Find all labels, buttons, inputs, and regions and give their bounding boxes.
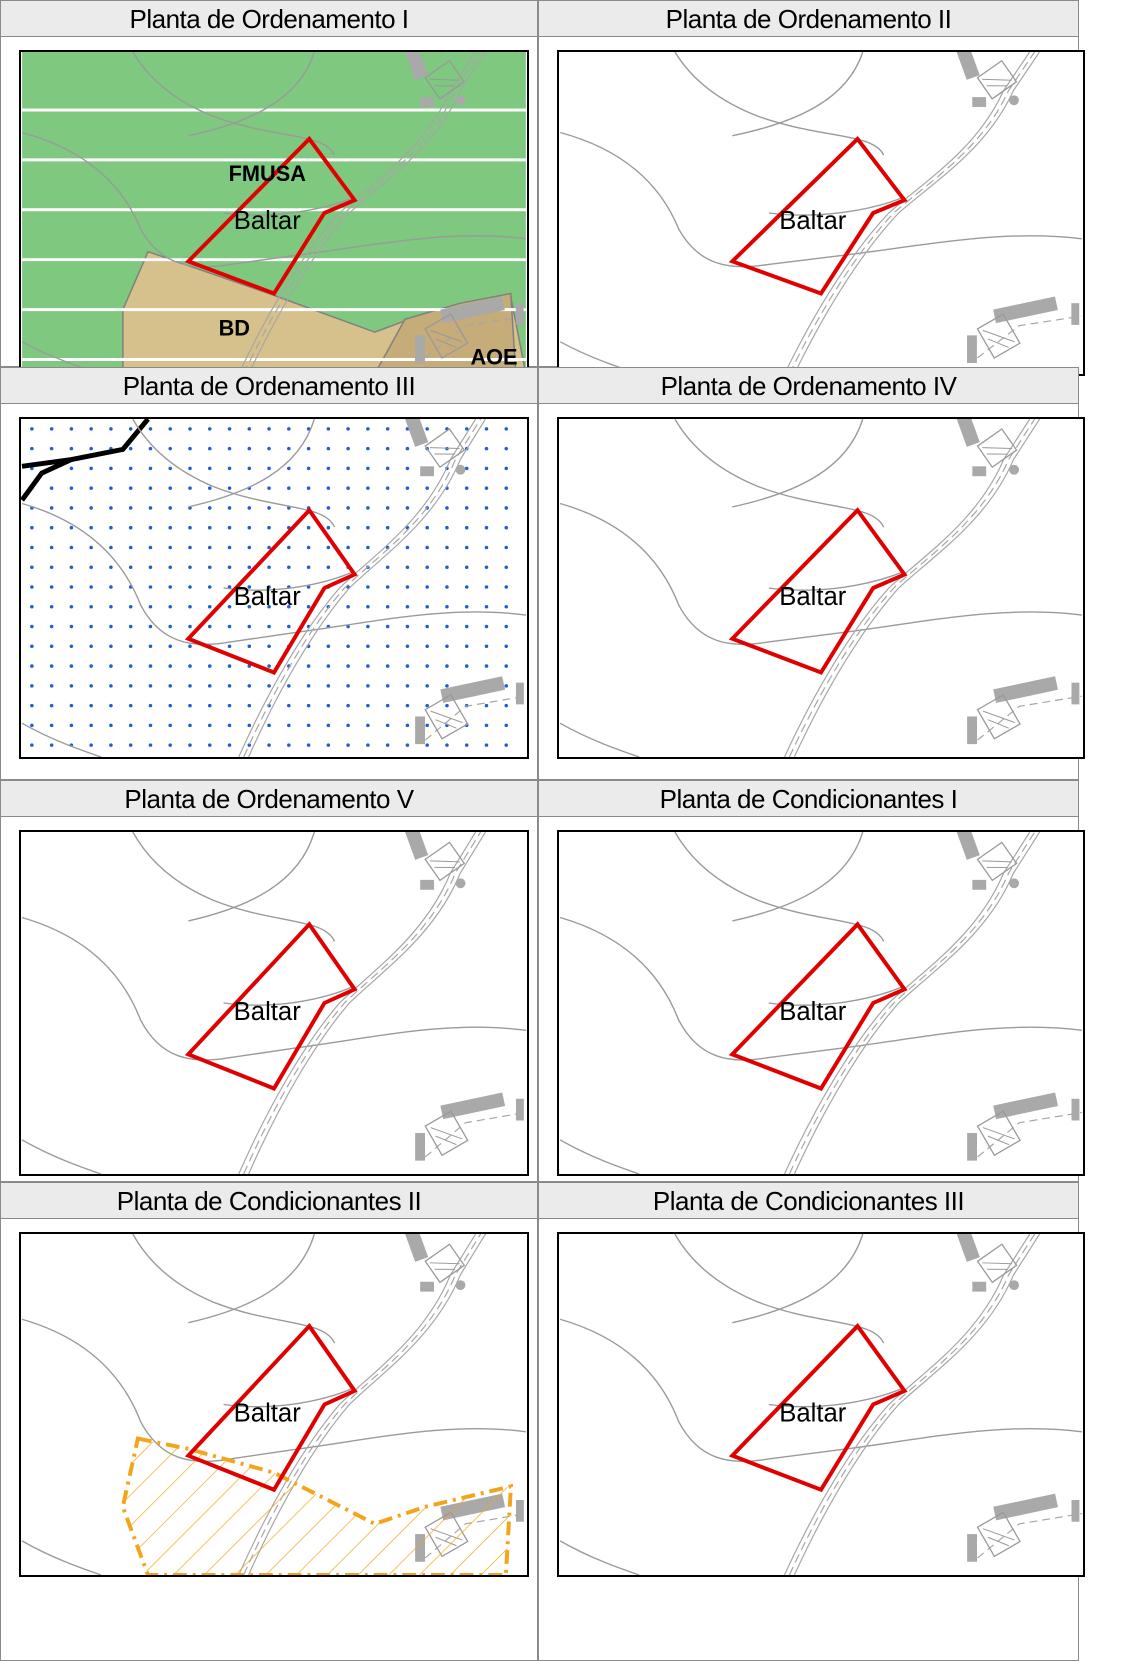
map-view[interactable]: Baltar [557, 1232, 1085, 1577]
map-panel-cond3: Planta de Condicionantes III Baltar [538, 1182, 1085, 1661]
building-icon [993, 1493, 1058, 1521]
panel-title: Planta de Ordenamento IV [538, 367, 1079, 404]
map-panel-cond1: Planta de Condicionantes I Baltar [538, 780, 1085, 1182]
building-icon [424, 1110, 469, 1157]
red-polygon-boundary-icon [184, 921, 358, 1091]
place-label: Baltar [234, 583, 302, 611]
panel-body: Baltar [538, 816, 1085, 1182]
map-view[interactable]: Baltar FMUSA BD AOE [19, 50, 529, 376]
map-view[interactable]: Baltar [19, 417, 529, 759]
map-canvas: Baltar [21, 1234, 527, 1575]
map-canvas: Baltar [559, 52, 1082, 374]
building-icon [424, 693, 469, 740]
zone-label-bd: BD [219, 315, 250, 340]
map-canvas: Baltar [559, 832, 1083, 1174]
place-label: Baltar [779, 1400, 847, 1428]
place-label: Baltar [779, 207, 847, 235]
panel-title: Planta de Condicionantes II [0, 1182, 538, 1219]
panel-title: Planta de Condicionantes III [538, 1182, 1079, 1219]
place-label: Baltar [234, 998, 302, 1026]
zone-label-aoe: AOE [470, 344, 517, 369]
red-polygon-boundary-icon [728, 921, 908, 1091]
building-icon [440, 1092, 506, 1120]
map-canvas: Baltar [21, 419, 527, 757]
building-icon [976, 1511, 1021, 1558]
building-icon [424, 841, 466, 882]
place-label: Baltar [779, 998, 847, 1026]
building-icon [440, 296, 505, 324]
building-icon [424, 428, 466, 468]
panel-title: Planta de Ordenamento V [0, 780, 538, 817]
red-polygon-boundary-icon [184, 135, 358, 296]
map-view[interactable]: Baltar [557, 417, 1085, 759]
map-view[interactable]: Baltar [557, 50, 1085, 376]
panel-title: Planta de Ordenamento III [0, 367, 538, 404]
map-panel-cond2: Planta de Condicionantes II Baltar [0, 1182, 538, 1661]
red-polygon-boundary-icon [728, 1323, 908, 1493]
place-label: Baltar [234, 1400, 302, 1428]
building-icon [976, 693, 1021, 740]
panel-body: Baltar FMUSA BD AOE [0, 36, 538, 376]
building-icon [424, 59, 466, 100]
building-icon [976, 1243, 1018, 1284]
building-icon [424, 313, 469, 359]
map-view[interactable]: Baltar [19, 830, 529, 1176]
panel-title: Planta de Ordenamento II [538, 0, 1079, 37]
building-icon [405, 832, 429, 860]
panel-body: Baltar [538, 36, 1085, 376]
red-polygon-boundary-icon [728, 507, 908, 675]
red-polygon-boundary-icon [184, 1322, 358, 1493]
building-icon [993, 1092, 1058, 1120]
building-icon [993, 296, 1058, 324]
map-canvas: Baltar [559, 419, 1083, 757]
building-icon [976, 1110, 1021, 1157]
building-icon [976, 841, 1018, 882]
panel-body: Baltar [538, 1218, 1085, 1661]
place-label: Baltar [779, 583, 847, 611]
panel-body: Baltar [0, 816, 538, 1182]
building-icon [956, 419, 980, 447]
red-polygon-boundary-icon [184, 507, 358, 675]
red-polygon-boundary-icon [728, 135, 908, 296]
map-panel-ord3: Planta de Ordenamento III Baltar [0, 367, 538, 780]
map-panel-ord5: Planta de Ordenamento V Baltar [0, 780, 538, 1182]
map-panel-ord1: Planta de Ordenamento I Baltar FMUSA BD AOE [0, 0, 538, 376]
building-icon [404, 52, 429, 80]
building-icon [405, 1234, 429, 1262]
building-icon [976, 428, 1018, 468]
map-canvas: Baltar [21, 832, 527, 1174]
panel-body: Baltar [0, 1218, 538, 1661]
place-label: Baltar [234, 207, 302, 235]
building-icon [440, 676, 506, 703]
map-panel-ord2: Planta de Ordenamento II Baltar [538, 0, 1085, 376]
zone-label-fmusa: FMUSA [229, 161, 307, 186]
map-canvas: Baltar [559, 1234, 1083, 1575]
map-panel-ord4: Planta de Ordenamento IV Baltar [538, 367, 1085, 780]
map-view[interactable]: Baltar [557, 830, 1085, 1176]
building-icon [976, 59, 1018, 100]
panel-title: Planta de Ordenamento I [0, 0, 538, 37]
map-view[interactable]: Baltar [19, 1232, 529, 1577]
panel-title: Planta de Condicionantes I [538, 780, 1079, 817]
building-icon [956, 52, 980, 80]
panel-body: Baltar [538, 403, 1085, 780]
building-icon [976, 313, 1021, 359]
map-canvas: Baltar FMUSA BD AOE [21, 52, 527, 374]
building-icon [405, 419, 429, 447]
building-icon [956, 832, 980, 860]
building-icon [424, 1243, 466, 1284]
building-icon [956, 1234, 980, 1262]
building-icon [993, 676, 1058, 703]
panel-body: Baltar [0, 403, 538, 780]
